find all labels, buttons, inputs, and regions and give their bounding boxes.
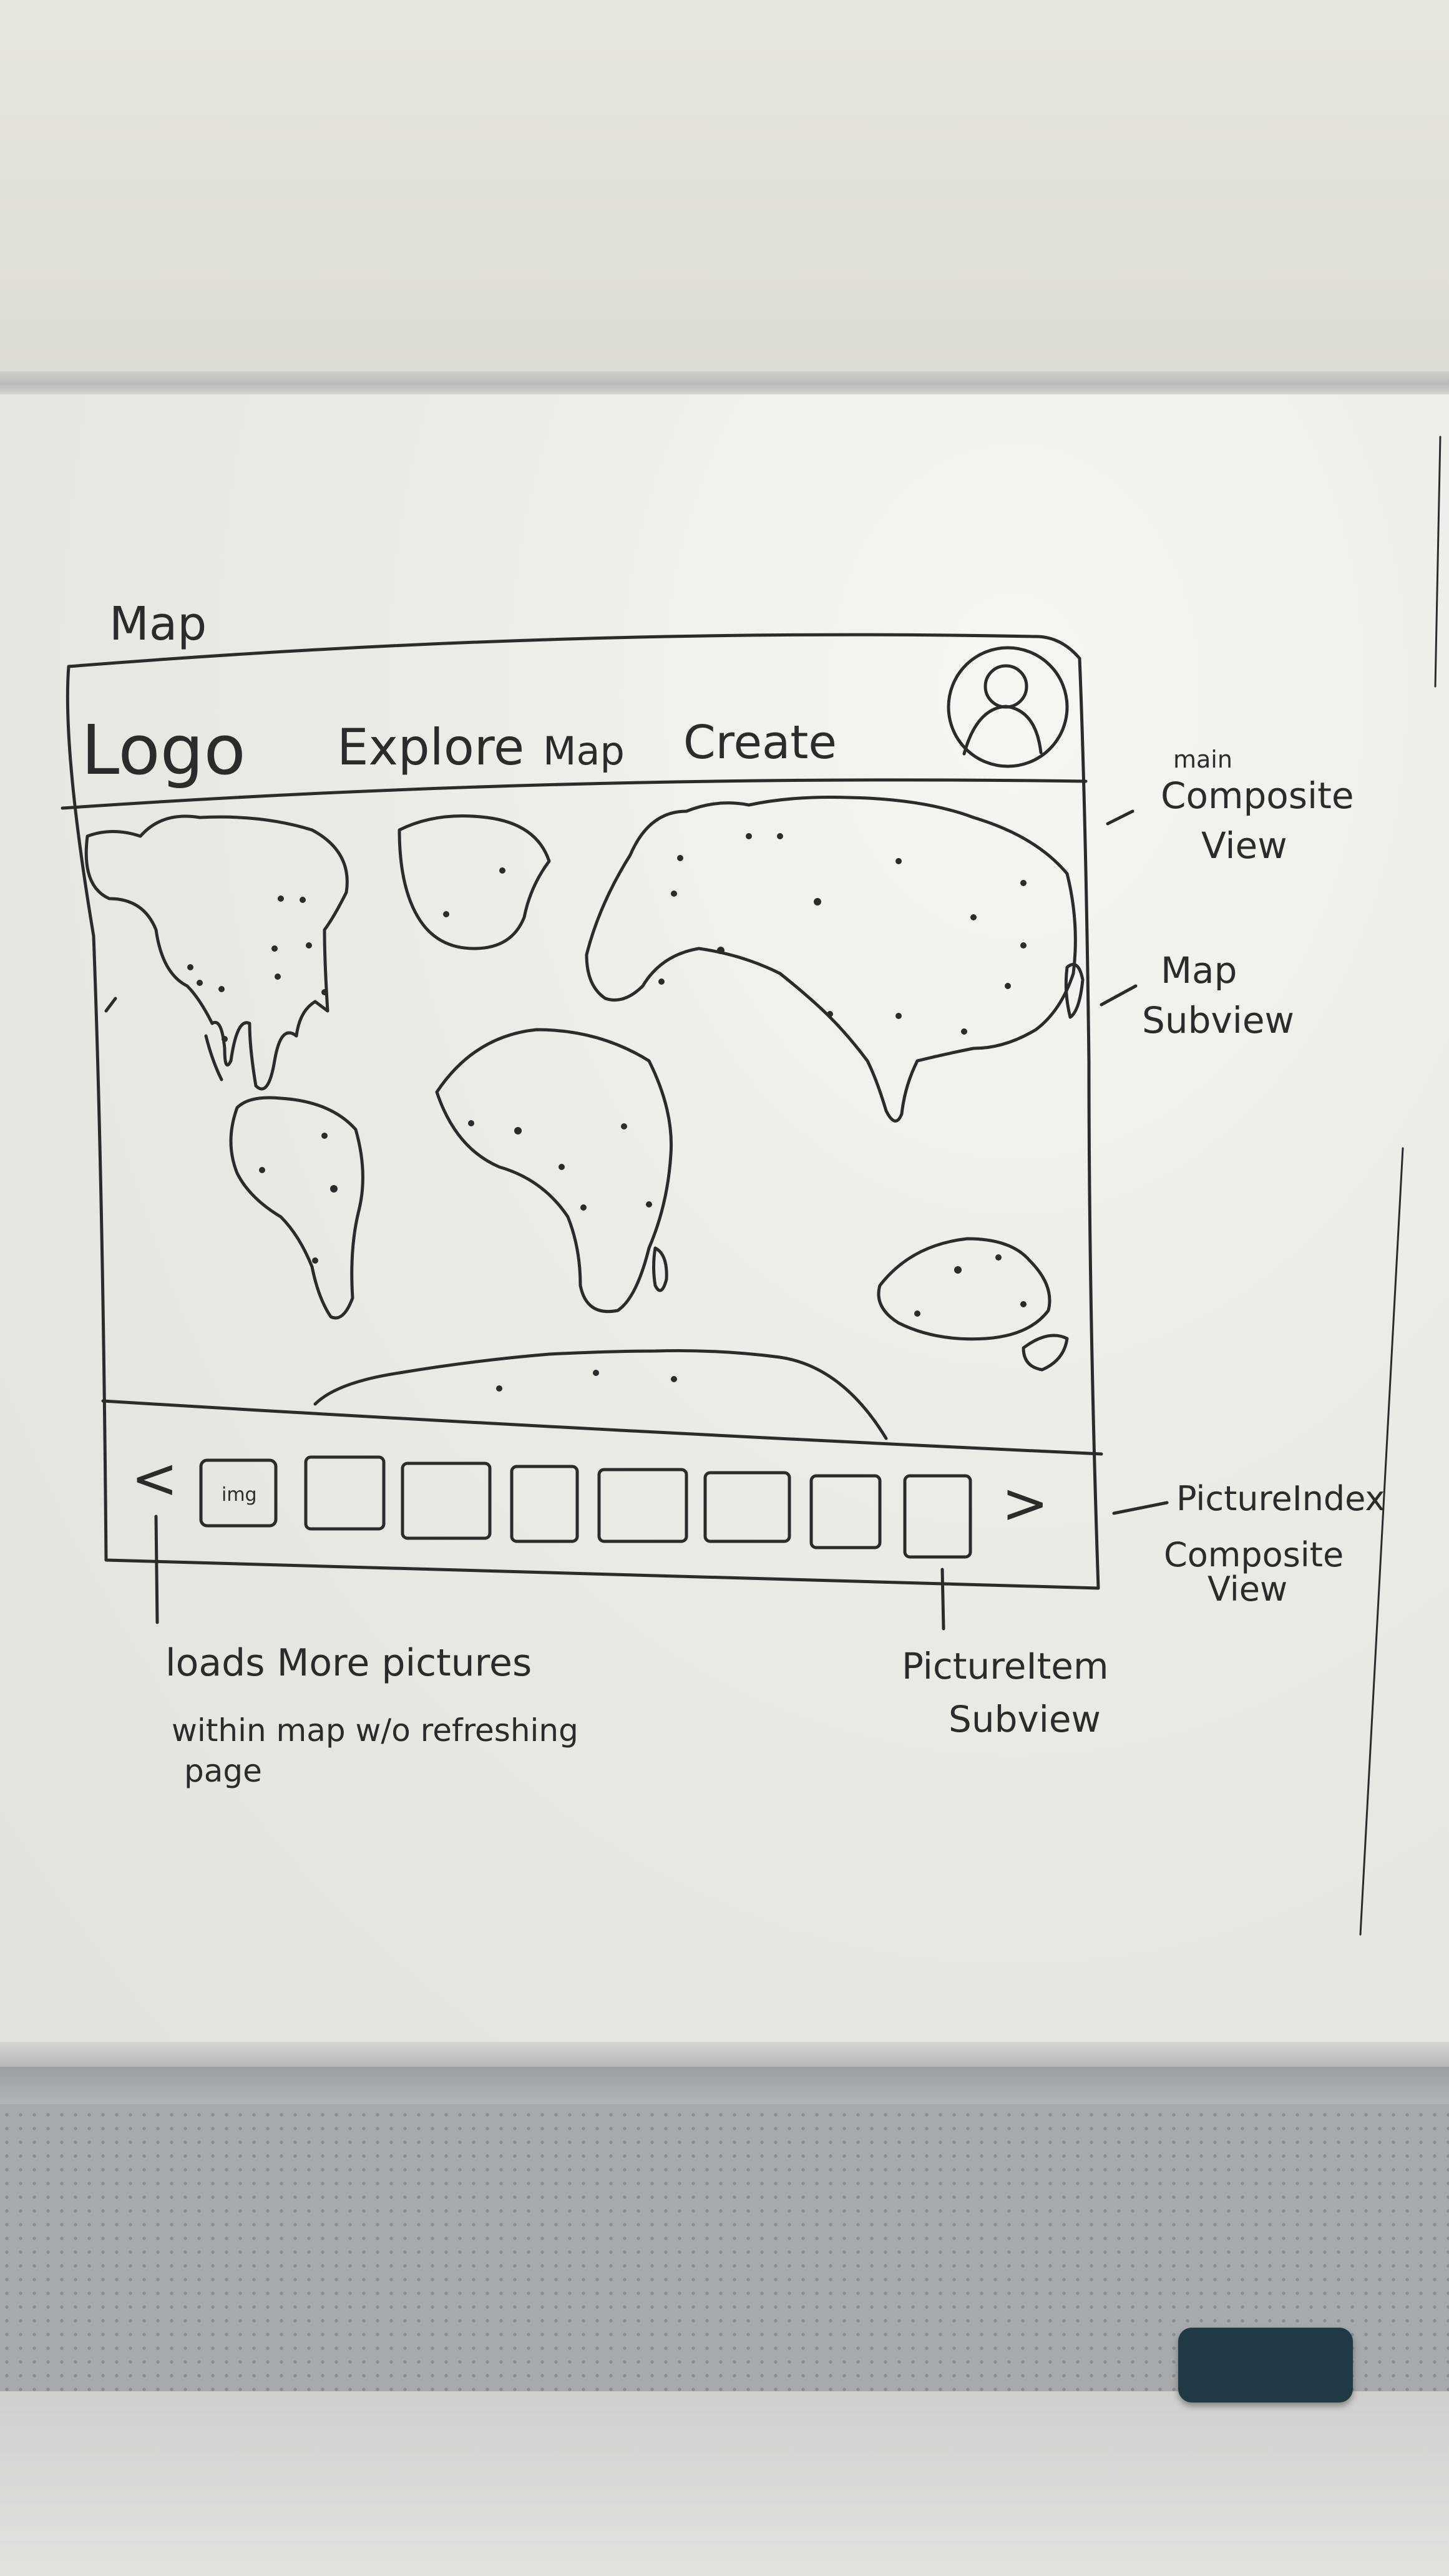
prev-arrow: < — [131, 1446, 178, 1511]
page-title: Map — [109, 597, 207, 651]
picture-item-4 — [510, 1465, 579, 1543]
navbar-map: Map — [543, 728, 625, 774]
annotation-loads-more-2: within map w/o refreshing — [172, 1712, 578, 1749]
annotation-map-subview-2: Subview — [1142, 999, 1294, 1042]
annotation-main-composite-3: View — [1201, 824, 1287, 867]
eraser — [1178, 2328, 1353, 2403]
board-edge-mark — [1434, 436, 1442, 688]
annotation-loads-more-3: page — [184, 1753, 262, 1789]
marker-tray-lip — [0, 2067, 1449, 2104]
main-composite-frame — [66, 633, 1100, 1590]
annotation-map-subview-1: Map — [1161, 949, 1237, 992]
annotation-picture-index-3: View — [1208, 1569, 1287, 1609]
map-dots — [187, 833, 1027, 1392]
leader-picture-item — [940, 1568, 945, 1631]
floor — [0, 2391, 1449, 2576]
whiteboard-top-frame — [0, 371, 1449, 396]
annotation-picture-index-1: PictureIndex — [1176, 1479, 1385, 1518]
picture-item-list — [199, 1455, 972, 1559]
picture-item-8 — [903, 1474, 972, 1559]
whiteboard — [0, 394, 1449, 2045]
picture-item-7 — [809, 1474, 882, 1549]
annotation-picture-item-1: PictureItem — [902, 1645, 1109, 1687]
avatar-icon — [947, 646, 1069, 768]
annotation-picture-index-2: Composite — [1164, 1535, 1344, 1574]
picture-index-divider — [101, 1399, 1103, 1456]
whiteboard-bottom-frame — [0, 2042, 1449, 2067]
navbar-divider — [61, 778, 1088, 810]
wall — [0, 0, 1449, 374]
annotation-main-composite-2: Composite — [1161, 774, 1354, 817]
navbar-logo: Logo — [81, 710, 246, 790]
picture-item-3 — [401, 1461, 492, 1540]
picture-item-5 — [597, 1468, 688, 1543]
picture-item-1 — [199, 1458, 278, 1528]
leader-picture-index — [1112, 1501, 1169, 1515]
navbar-create: Create — [683, 716, 837, 769]
leader-map-subview — [1100, 984, 1138, 1007]
navbar-explore: Explore — [337, 718, 524, 776]
picture-item-6 — [703, 1471, 791, 1543]
annotation-picture-item-2: Subview — [949, 1698, 1101, 1740]
picture-item-1-label: img — [222, 1484, 257, 1506]
next-arrow: > — [1002, 1471, 1048, 1536]
picture-item-2 — [304, 1455, 386, 1531]
leader-loads-more — [154, 1515, 159, 1624]
annotation-main-composite-1: main — [1173, 746, 1232, 773]
leader-main-composite — [1106, 809, 1134, 826]
map-subview — [84, 796, 1085, 1440]
annotation-loads-more-1: loads More pictures — [165, 1641, 532, 1685]
board-edge-mark-lower — [1359, 1147, 1404, 1936]
